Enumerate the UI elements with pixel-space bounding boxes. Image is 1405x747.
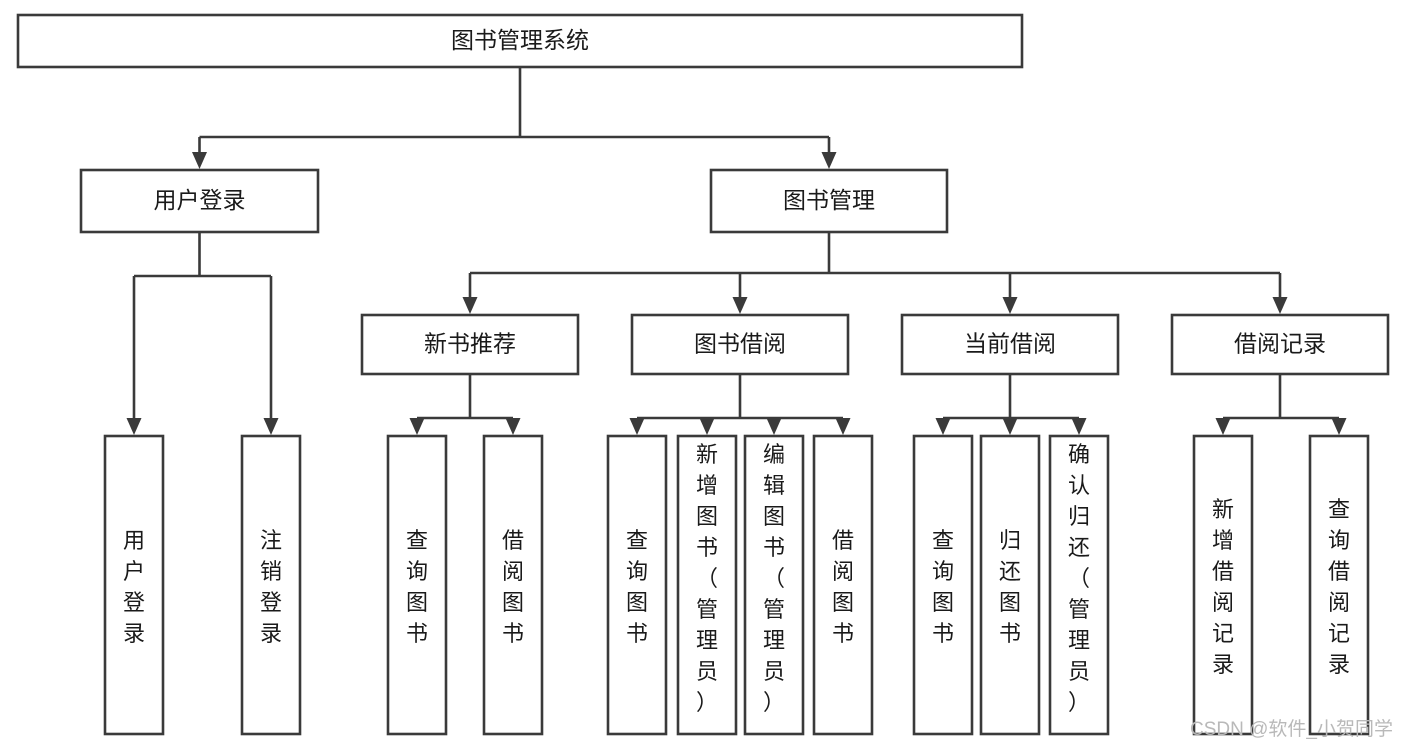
arrow-head-icon — [935, 418, 951, 435]
node-leaf-借阅图书[interactable]: 借阅图书 — [482, 434, 544, 736]
node-label: 确认归还（管理员） — [1068, 442, 1090, 715]
arrow-head-icon — [1215, 418, 1231, 435]
node-label: 新增借阅记录 — [1212, 497, 1234, 677]
node-root-图书管理系统[interactable]: 图书管理系统 — [16, 13, 1024, 69]
node-leaf-用户登录[interactable]: 用户登录 — [103, 434, 165, 736]
node-leaf-查询图书[interactable]: 查询图书 — [606, 434, 668, 736]
node-leaf-查询图书[interactable]: 查询图书 — [912, 434, 974, 736]
node-label: 用户登录 — [154, 187, 246, 213]
arrow-head-icon — [732, 297, 748, 314]
node-label: 当前借阅 — [964, 331, 1056, 357]
arrow-head-icon — [462, 297, 478, 314]
node-box — [1170, 313, 1390, 376]
node-leaf-新增借阅记录[interactable]: 新增借阅记录 — [1192, 434, 1254, 736]
node-label: 归还图书 — [999, 528, 1021, 646]
node-label: 注销登录 — [260, 528, 282, 646]
diagram-nodes-layer: 图书管理系统用户登录图书管理新书推荐图书借阅当前借阅借阅记录用户登录注销登录查询… — [16, 13, 1390, 736]
node-box — [103, 434, 165, 736]
node-box — [912, 434, 974, 736]
node-level3-新书推荐[interactable]: 新书推荐 — [360, 313, 580, 376]
node-label: 查询图书 — [932, 528, 954, 646]
connector-lines-layer — [126, 67, 1347, 435]
arrow-head-icon — [126, 418, 142, 435]
node-box — [676, 434, 738, 736]
node-leaf-借阅图书[interactable]: 借阅图书 — [812, 434, 874, 736]
arrow-head-icon — [263, 418, 279, 435]
arrow-head-icon — [821, 152, 837, 169]
node-label: 查询借阅记录 — [1328, 497, 1350, 677]
node-level2-图书管理[interactable]: 图书管理 — [709, 168, 949, 234]
arrow-head-icon — [1002, 297, 1018, 314]
node-box — [386, 434, 448, 736]
node-level2-用户登录[interactable]: 用户登录 — [79, 168, 320, 234]
node-level3-当前借阅[interactable]: 当前借阅 — [900, 313, 1120, 376]
node-leaf-查询借阅记录[interactable]: 查询借阅记录 — [1308, 434, 1370, 736]
node-box — [630, 313, 850, 376]
arrow-head-icon — [409, 418, 425, 435]
arrow-head-icon — [1331, 418, 1347, 435]
node-leaf-注销登录[interactable]: 注销登录 — [240, 434, 302, 736]
node-box — [743, 434, 805, 736]
node-label: 用户登录 — [123, 528, 145, 646]
node-label: 图书管理 — [783, 187, 875, 213]
node-label: 新增图书（管理员） — [696, 442, 718, 715]
node-box — [812, 434, 874, 736]
node-label: 新书推荐 — [424, 331, 516, 357]
node-level3-借阅记录[interactable]: 借阅记录 — [1170, 313, 1390, 376]
arrow-head-icon — [835, 418, 851, 435]
node-box — [979, 434, 1041, 736]
arrow-head-icon — [699, 418, 715, 435]
node-box — [709, 168, 949, 234]
node-box — [482, 434, 544, 736]
node-label: 图书借阅 — [694, 331, 786, 357]
node-label: 借阅图书 — [832, 528, 854, 646]
arrow-head-icon — [766, 418, 782, 435]
node-level3-图书借阅[interactable]: 图书借阅 — [630, 313, 850, 376]
node-box — [606, 434, 668, 736]
arrow-head-icon — [1071, 418, 1087, 435]
node-label: 借阅图书 — [502, 528, 524, 646]
node-leaf-新增图书管理员[interactable]: 新增图书（管理员） — [676, 434, 738, 736]
node-label: 借阅记录 — [1234, 331, 1326, 357]
node-box — [1048, 434, 1110, 736]
arrow-head-icon — [1272, 297, 1288, 314]
node-leaf-查询图书[interactable]: 查询图书 — [386, 434, 448, 736]
node-box — [1192, 434, 1254, 736]
node-leaf-编辑图书管理员[interactable]: 编辑图书（管理员） — [743, 434, 805, 736]
node-label: 查询图书 — [406, 528, 428, 646]
node-leaf-归还图书[interactable]: 归还图书 — [979, 434, 1041, 736]
node-label: 图书管理系统 — [451, 27, 589, 53]
arrow-head-icon — [629, 418, 645, 435]
arrow-head-icon — [1002, 418, 1018, 435]
node-box — [1308, 434, 1370, 736]
node-box — [360, 313, 580, 376]
node-box — [79, 168, 320, 234]
node-box — [900, 313, 1120, 376]
node-leaf-确认归还管理员[interactable]: 确认归还（管理员） — [1048, 434, 1110, 736]
arrow-head-icon — [192, 152, 207, 169]
node-box — [240, 434, 302, 736]
arrow-head-icon — [505, 418, 521, 435]
node-label: 查询图书 — [626, 528, 648, 646]
node-label: 编辑图书（管理员） — [763, 442, 785, 715]
node-box — [16, 13, 1024, 69]
